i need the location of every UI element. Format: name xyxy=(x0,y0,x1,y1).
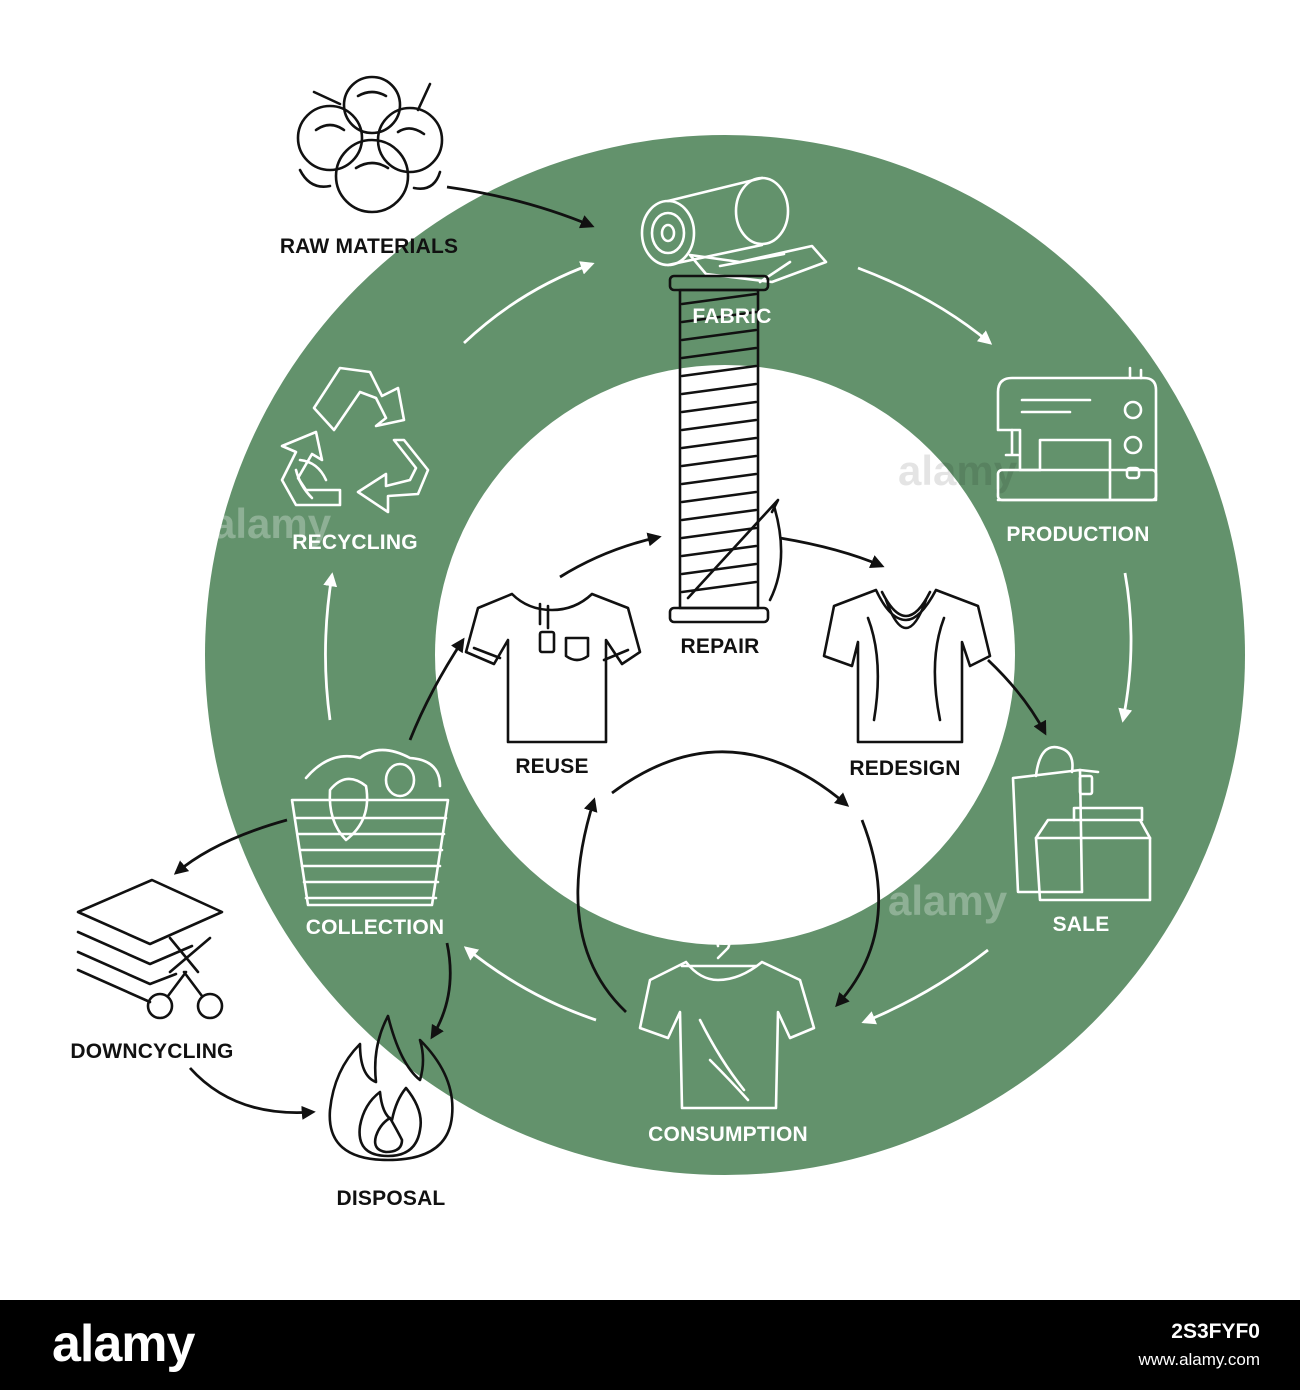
label-fabric: FABRIC xyxy=(692,305,771,328)
tshirt-hanger-icon xyxy=(638,936,816,1110)
arrow-fabric-to-production xyxy=(857,266,993,345)
fabric-roll-icon xyxy=(640,176,828,284)
laundry-basket-icon xyxy=(290,748,450,907)
thread-spool-needle-icon xyxy=(668,274,783,624)
arrow-repair-to-redesign xyxy=(779,536,885,569)
arrow-redesign-to-sale xyxy=(987,658,1047,736)
tshirt-tag-icon xyxy=(464,592,642,744)
inner-cycle-arrows xyxy=(173,185,1047,1120)
fire-icon xyxy=(328,1014,454,1162)
arrow-recycling-to-fabric xyxy=(463,261,595,345)
label-sale: SALE xyxy=(1053,913,1110,936)
arrow-sale-to-consumption xyxy=(861,948,989,1025)
watermark: alamy xyxy=(888,877,1008,924)
label-repair: REPAIR xyxy=(681,635,760,658)
arrow-consumption-to-collection xyxy=(463,946,597,1022)
arrow-raw-to-fabric xyxy=(446,185,595,229)
label-redesign: REDESIGN xyxy=(849,757,960,780)
shopping-bag-box-icon xyxy=(1011,745,1152,902)
footer-info: 2S3FYF0 www.alamy.com xyxy=(1138,1318,1260,1374)
label-disposal: DISPOSAL xyxy=(337,1187,446,1210)
cotton-boll-icon xyxy=(296,75,444,214)
inner-circle xyxy=(435,365,1015,945)
label-downcycling: DOWNCYCLING xyxy=(70,1040,233,1063)
label-collection: COLLECTION xyxy=(306,916,445,939)
label-consumption: CONSUMPTION xyxy=(648,1123,808,1146)
label-production: PRODUCTION xyxy=(1006,523,1149,546)
arrow-consumption-loop-right xyxy=(835,819,881,1008)
label-reuse: REUSE xyxy=(515,755,588,778)
footer-image-id: 2S3FYF0 xyxy=(1171,1320,1260,1343)
arrow-production-to-sale xyxy=(1118,572,1133,723)
arrow-collection-to-recycling xyxy=(323,572,338,721)
arrow-collection-to-disposal xyxy=(430,942,452,1040)
stock-footer: alamy 2S3FYF0 www.alamy.com xyxy=(0,1300,1300,1390)
sewing-machine-icon xyxy=(996,366,1158,502)
arrow-downcycling-to-disposal xyxy=(188,1067,316,1120)
arrow-reuse-to-repair xyxy=(559,532,662,579)
tank-top-icon xyxy=(822,588,992,744)
arrow-consumption-loop-left xyxy=(576,797,627,1014)
arrow-consumption-loop-top xyxy=(611,750,850,807)
arrow-collection-to-reuse xyxy=(408,637,465,741)
footer-brand-logo: alamy xyxy=(52,1315,195,1373)
fabric-layers-scissors-icon xyxy=(76,878,224,1020)
arrow-collection-to-downcycling xyxy=(173,818,288,875)
label-raw-materials: RAW MATERIALS xyxy=(280,235,458,258)
watermark: alamy xyxy=(212,500,332,547)
outer-cycle-arrows xyxy=(323,261,1133,1025)
textile-lifecycle-diagram: alamy alamy alamy xyxy=(70,75,1245,1210)
recycle-icon xyxy=(280,366,430,514)
footer-site: www.alamy.com xyxy=(1138,1350,1260,1369)
label-recycling: RECYCLING xyxy=(292,531,417,554)
